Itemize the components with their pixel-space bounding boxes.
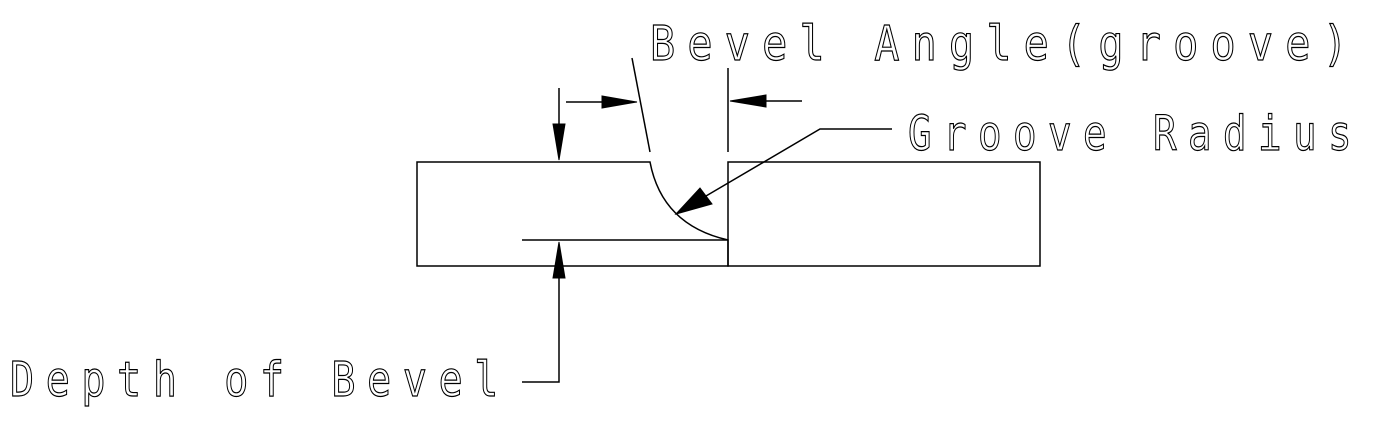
bevel-angle-label: Bevel Angle(groove)	[650, 16, 1360, 72]
depth-leader-line	[522, 278, 560, 383]
depth-arrowhead-bottom	[552, 241, 566, 279]
right-plate	[727, 161, 1041, 267]
bevel-arrowhead-left	[601, 95, 638, 109]
depth-of-bevel-label: Depth of Bevel	[10, 352, 510, 408]
depth-arrowhead-top	[552, 123, 566, 161]
bevel-arrowhead-right	[729, 94, 767, 108]
bevel-extension-line-slanted	[631, 57, 651, 153]
groove-radius-leader-line	[705, 128, 892, 197]
groove-radius-label: Groove Radius	[908, 106, 1363, 162]
groove-radius-arrowhead	[674, 187, 713, 215]
left-plate	[416, 161, 729, 267]
